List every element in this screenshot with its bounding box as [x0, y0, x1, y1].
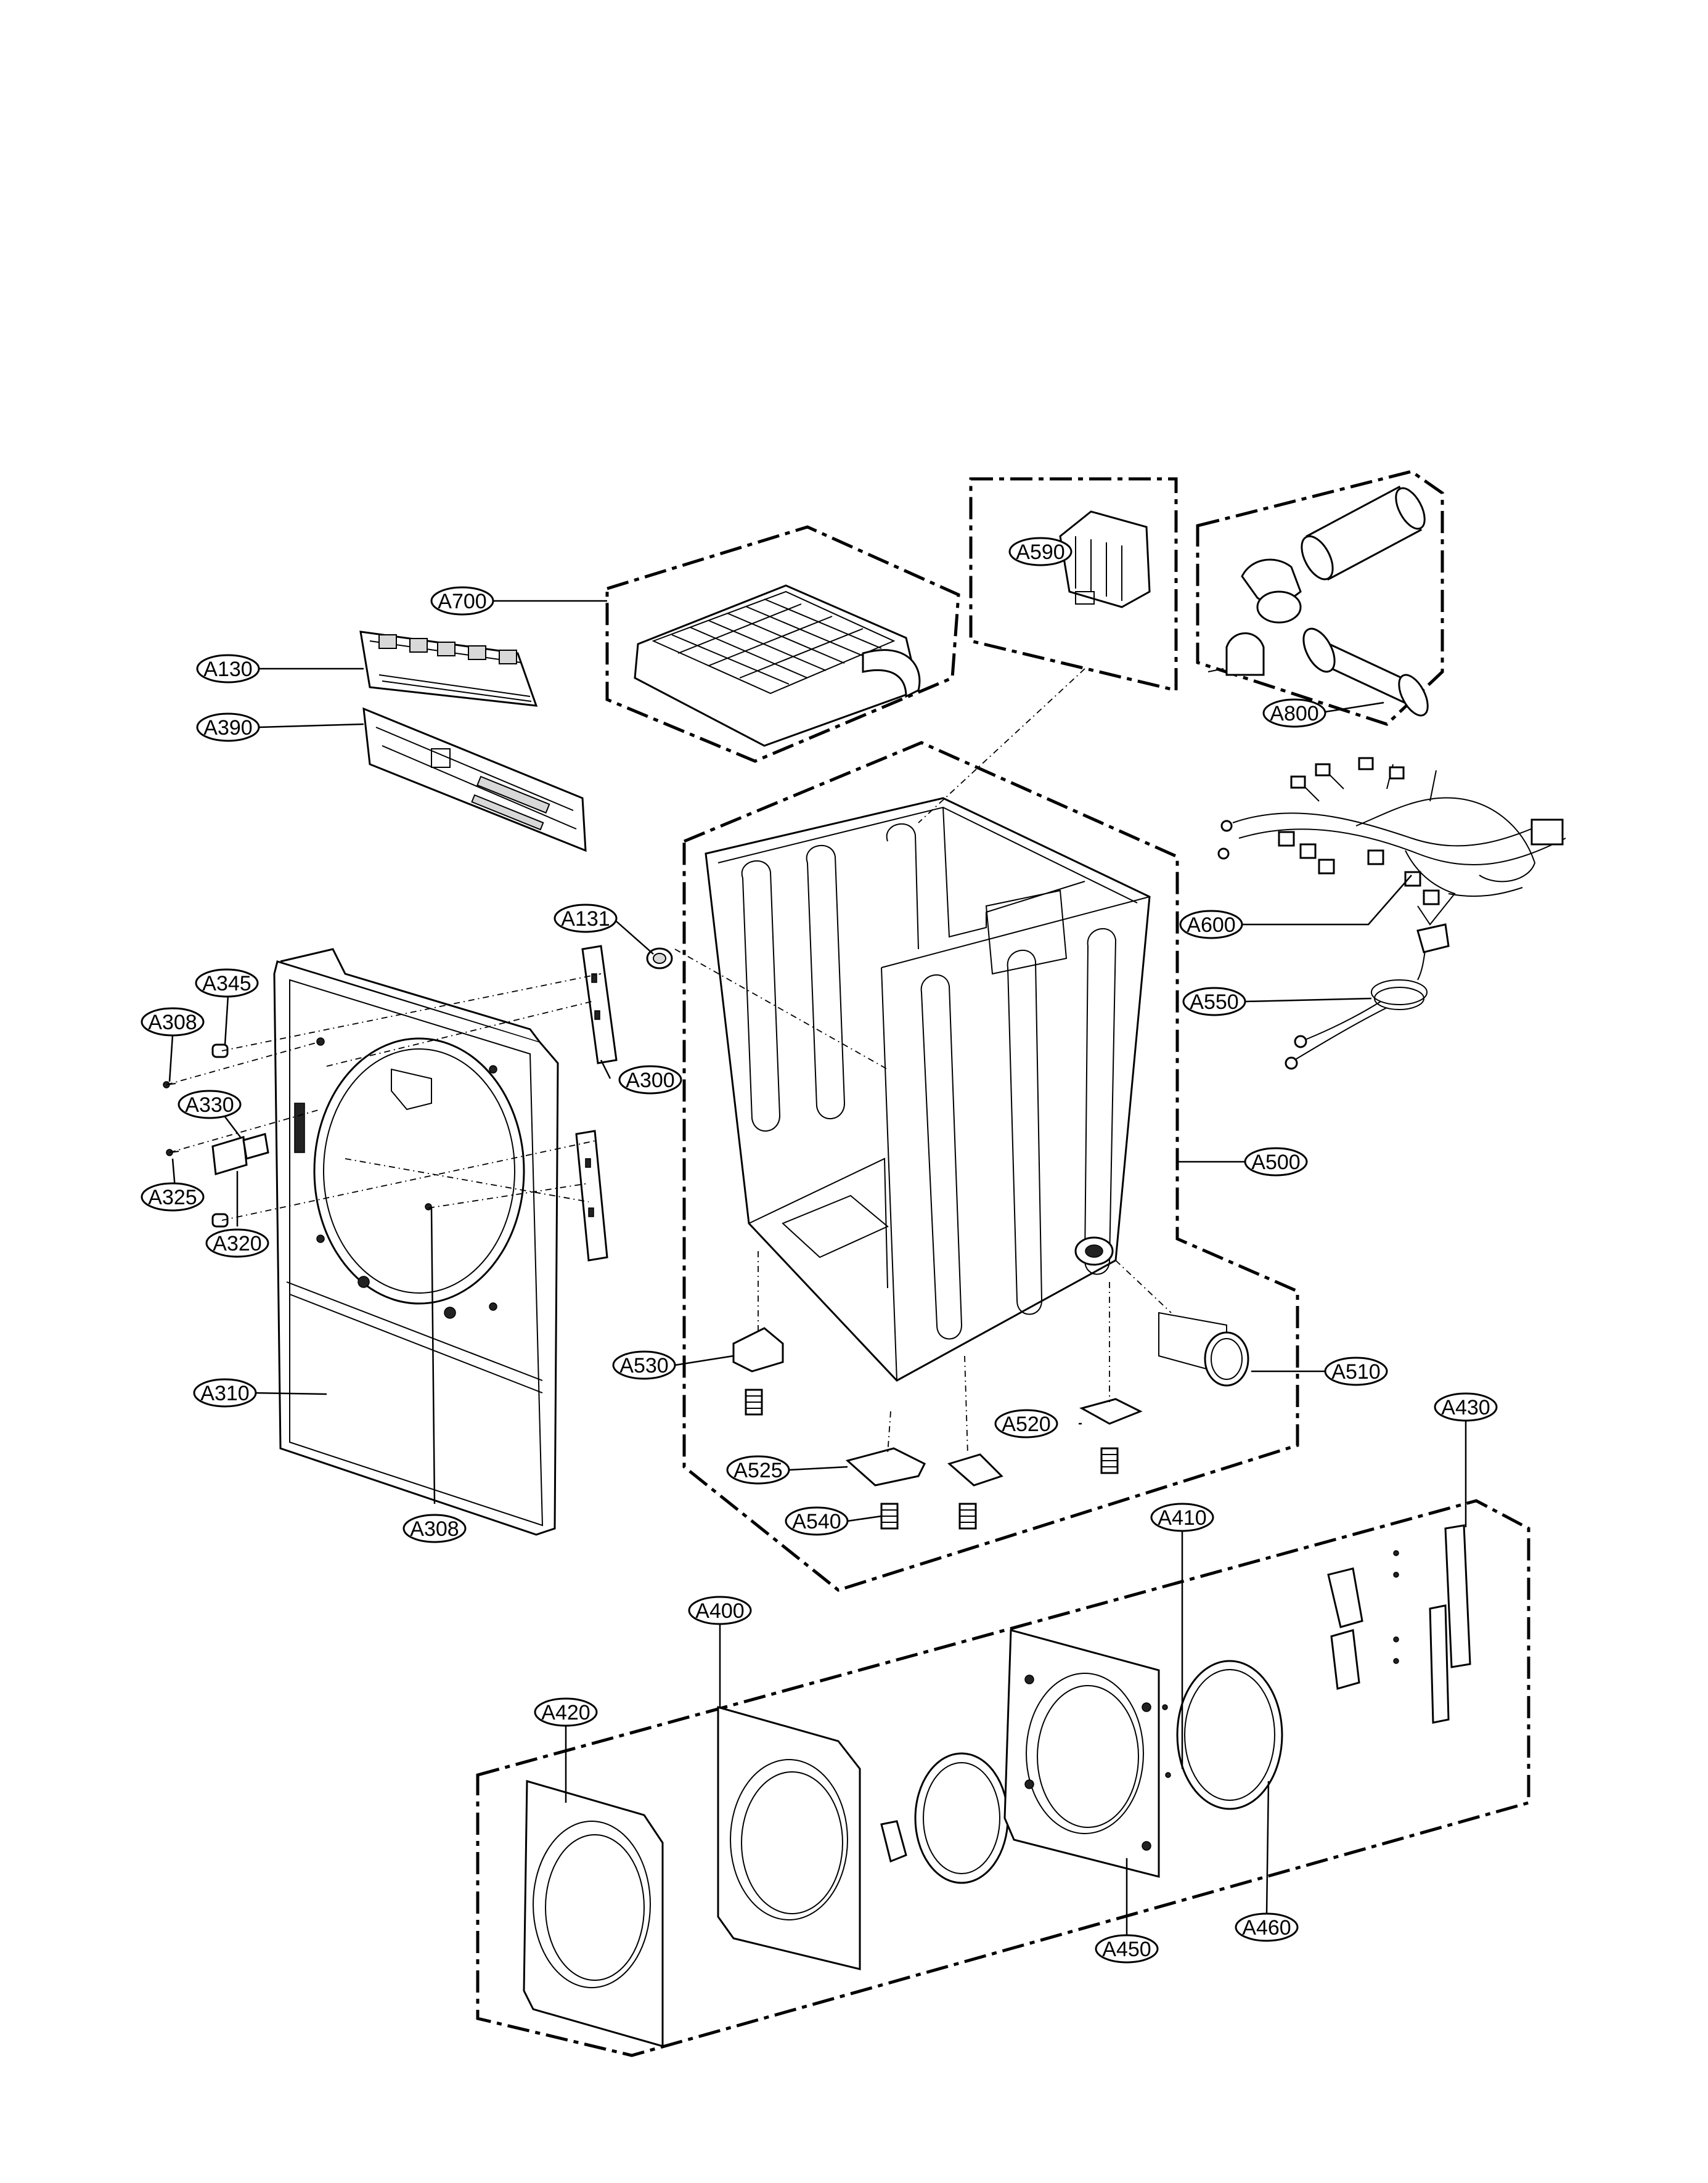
- svg-text:A430: A430: [1441, 1396, 1490, 1419]
- box-door-group: [476, 1499, 1530, 2057]
- label-a400: A400: [688, 1596, 752, 1625]
- svg-text:A345: A345: [202, 972, 251, 995]
- a520-bracket: [1079, 1398, 1143, 1425]
- label-a345: A345: [195, 968, 259, 998]
- label-a300: A300: [618, 1065, 682, 1095]
- label-a430: A430: [1434, 1392, 1498, 1422]
- label-a131: A131: [554, 904, 618, 933]
- a345-bushing-upper: [211, 1043, 229, 1058]
- svg-text:A131: A131: [561, 907, 610, 931]
- svg-text:A308: A308: [410, 1517, 459, 1541]
- svg-text:A540: A540: [792, 1510, 841, 1533]
- leader-lines: [168, 550, 1467, 1935]
- label-a320: A320: [205, 1228, 269, 1258]
- svg-text:A550: A550: [1190, 990, 1238, 1014]
- svg-text:A410: A410: [1158, 1506, 1206, 1530]
- a400-door-frame: [717, 1706, 861, 1970]
- label-a510: A510: [1324, 1357, 1388, 1386]
- label-a550: A550: [1182, 987, 1246, 1016]
- a320-hinge: [211, 1136, 248, 1175]
- door-hinge: [1327, 1567, 1363, 1628]
- a460-gasket: [1176, 1660, 1283, 1810]
- svg-text:A525: A525: [733, 1459, 782, 1482]
- a450-door-inner: [1003, 1629, 1160, 1878]
- svg-text:A420: A420: [541, 1701, 590, 1724]
- label-a420: A420: [534, 1697, 598, 1727]
- svg-text:A520: A520: [1002, 1413, 1050, 1436]
- label-a590: A590: [1008, 537, 1073, 566]
- a800-duct-parts: [1207, 485, 1429, 717]
- label-a525: A525: [726, 1455, 790, 1485]
- a420-door-outer: [523, 1780, 664, 2047]
- label-a700: A700: [430, 586, 494, 616]
- label-a800: A800: [1262, 698, 1326, 728]
- svg-text:A590: A590: [1016, 541, 1064, 564]
- a700-tray-part: [634, 584, 921, 747]
- label-a460: A460: [1235, 1912, 1299, 1942]
- label-a530: A530: [612, 1350, 676, 1380]
- label-a520: A520: [994, 1409, 1058, 1438]
- label-a130: A130: [196, 654, 260, 683]
- label-a390: A390: [196, 712, 260, 742]
- svg-text:A310: A310: [200, 1382, 249, 1405]
- label-a325: A325: [141, 1182, 205, 1212]
- a310-front-panel-part: [273, 948, 559, 1536]
- svg-text:A460: A460: [1242, 1916, 1291, 1940]
- a530-bracket: [732, 1327, 784, 1373]
- box-cabinet-group: [682, 741, 1299, 1592]
- a590-bracket-part: [1059, 510, 1151, 608]
- a510-duct-ring-part: [1158, 1312, 1249, 1387]
- door-group-parts: [523, 1524, 1471, 2047]
- label-a410: A410: [1150, 1503, 1214, 1532]
- label-a308-bottom: A308: [402, 1514, 467, 1543]
- label-a450: A450: [1095, 1934, 1159, 1964]
- svg-text:A500: A500: [1251, 1151, 1300, 1174]
- a330-latch: [242, 1133, 269, 1160]
- leg-brackets-parts: [732, 1327, 1143, 1530]
- svg-text:A700: A700: [438, 590, 486, 613]
- group-boxes: [476, 470, 1530, 2057]
- svg-text:A600: A600: [1187, 913, 1235, 937]
- svg-text:A530: A530: [619, 1354, 668, 1377]
- label-a540: A540: [785, 1506, 849, 1536]
- label-a600: A600: [1179, 910, 1243, 939]
- a550-power-cord-part: [1285, 923, 1450, 1070]
- a390-frame-part: [362, 707, 587, 852]
- box-a700-group: [605, 525, 960, 763]
- a500-cabinet-part: [705, 797, 1151, 1382]
- label-a500: A500: [1244, 1147, 1308, 1177]
- svg-text:A330: A330: [185, 1093, 234, 1117]
- a525-bracket-b: [947, 1453, 1003, 1487]
- door-glass-ring: [914, 1752, 1009, 1884]
- svg-text:A325: A325: [148, 1186, 197, 1209]
- a430-latch-rail: [1444, 1524, 1471, 1668]
- label-a330: A330: [178, 1090, 242, 1119]
- svg-text:A450: A450: [1102, 1938, 1151, 1961]
- a130-pcb-part: [359, 630, 538, 707]
- svg-text:A300: A300: [626, 1069, 674, 1092]
- svg-text:A400: A400: [695, 1599, 744, 1623]
- label-a310: A310: [193, 1378, 257, 1408]
- label-a308-top: A308: [141, 1007, 205, 1037]
- svg-text:A510: A510: [1331, 1360, 1380, 1384]
- svg-text:A800: A800: [1270, 702, 1318, 725]
- a345-bushing-lower: [211, 1213, 229, 1228]
- svg-text:A130: A130: [203, 658, 252, 681]
- assembly-lines: [166, 668, 1172, 1455]
- a300-rails-part: [575, 945, 618, 1262]
- svg-text:A320: A320: [213, 1232, 261, 1255]
- box-a800-group: [1196, 470, 1444, 726]
- callout-labels: A700 A590 A800 A130 A390 A600 A131 A550 …: [141, 537, 1498, 1964]
- a525-bracket: [845, 1447, 926, 1487]
- a600-harness-part: [1217, 757, 1566, 926]
- svg-text:A390: A390: [203, 716, 252, 740]
- box-a590-group: [969, 477, 1178, 693]
- svg-text:A308: A308: [148, 1011, 197, 1034]
